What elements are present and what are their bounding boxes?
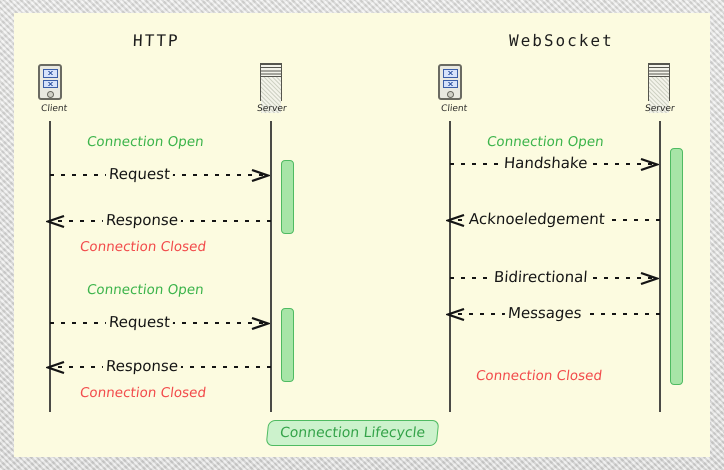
server-tower-icon (648, 63, 670, 113)
message-label-ws-handshake: Handshake (500, 154, 592, 172)
lifeline-ws-client (449, 121, 451, 412)
activation-bar-http-1 (281, 160, 294, 234)
activation-bar-ws (670, 148, 683, 385)
client-device-icon (438, 64, 462, 100)
message-label-ws-bidirectional: Bidirectional (490, 268, 592, 286)
panel-websocket: WebSocket Client Server Connection Open (14, 13, 710, 457)
lifeline-http-server (270, 121, 272, 412)
activation-bar-http-2 (281, 308, 294, 382)
actor-label-ws-client: Client (440, 104, 468, 114)
diagram-canvas: HTTP Client Server Connection Open (14, 13, 710, 457)
lifeline-ws-server (659, 121, 661, 412)
note-ws-closed: Connection Closed (475, 368, 604, 384)
client-device-icon (38, 64, 62, 100)
message-label-ws-ack: Acknoeledgement (465, 210, 609, 228)
message-label-ws-messages: Messages (504, 304, 586, 322)
server-tower-icon (260, 63, 282, 113)
diagram-caption: Connection Lifecycle (265, 420, 440, 446)
panel-title-websocket: WebSocket (508, 31, 615, 50)
actor-label-ws-server: Server (644, 104, 676, 114)
panel-http: HTTP Client Server Connection Open (14, 13, 710, 457)
lifeline-http-client (49, 121, 51, 412)
note-ws-open: Connection Open (486, 134, 605, 150)
